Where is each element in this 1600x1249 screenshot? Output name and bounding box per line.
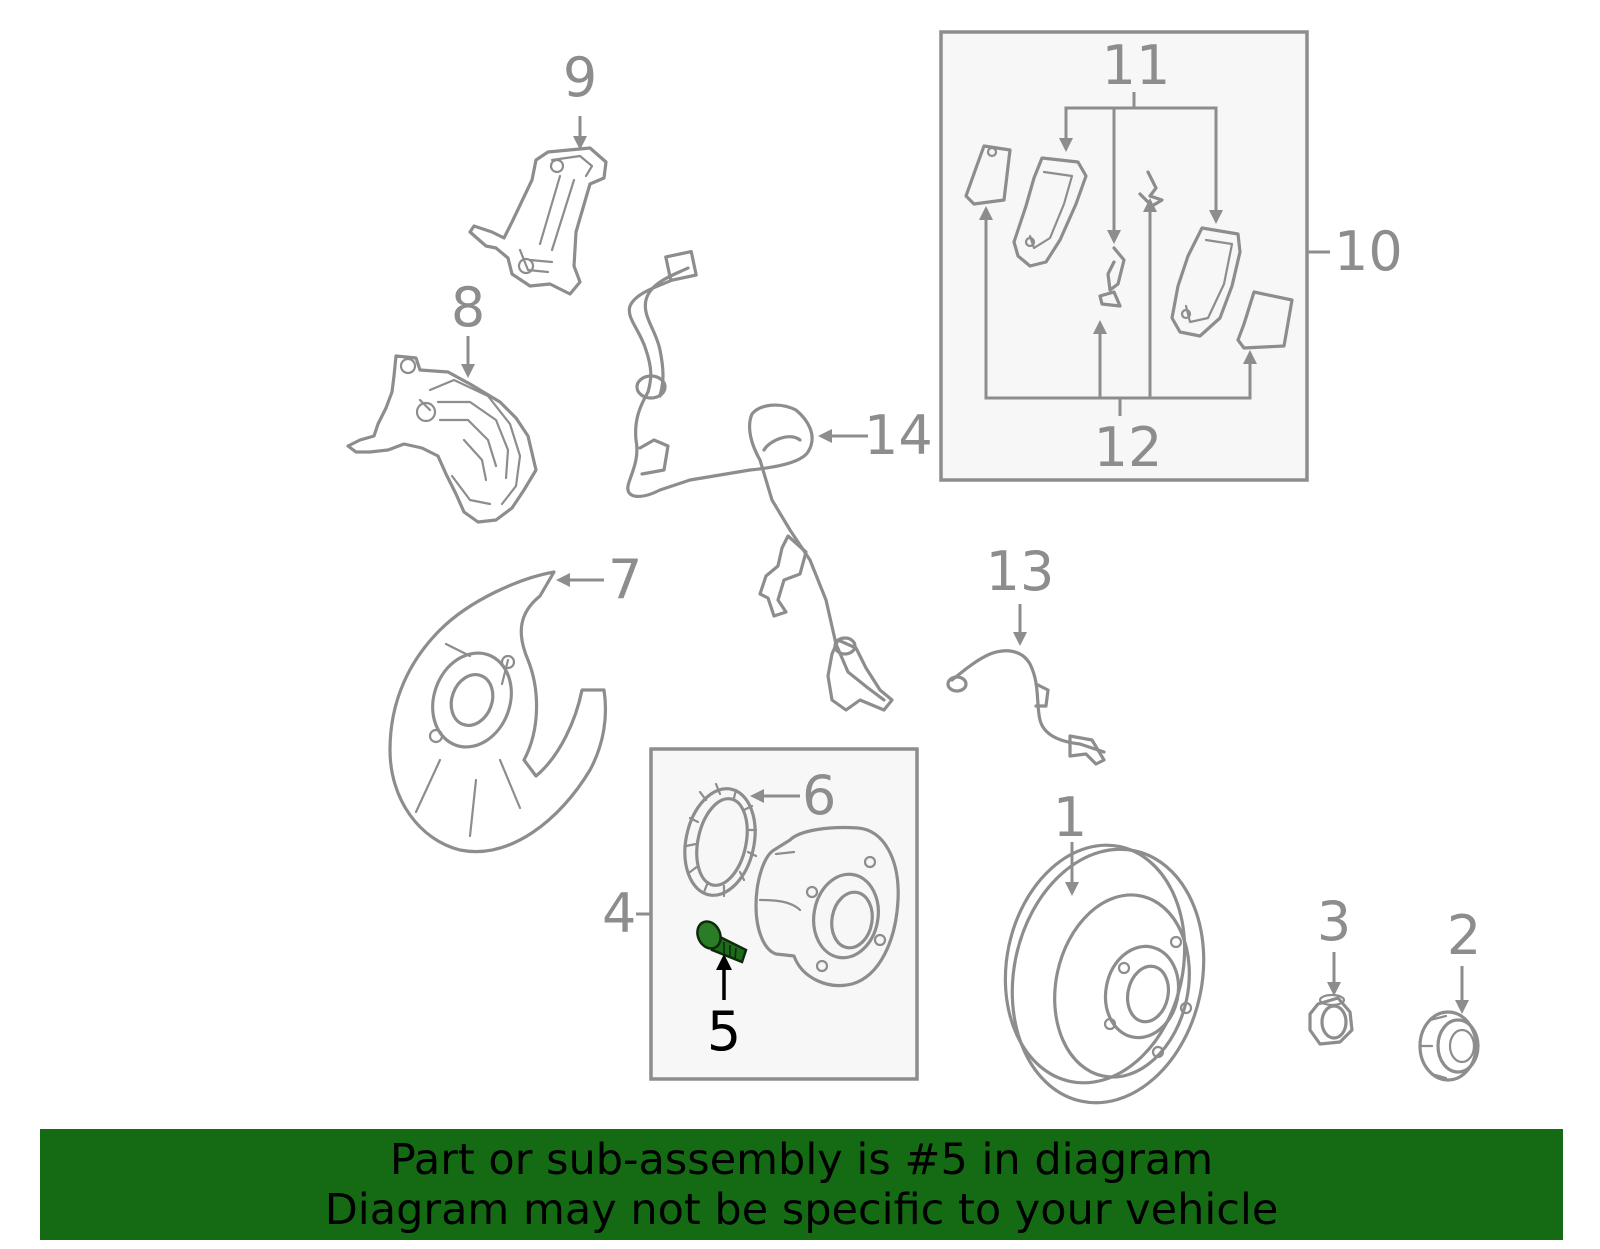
banner-line-part-number: Part or sub-assembly is #5 in diagram [389, 1134, 1214, 1185]
callout-8: 8 [451, 276, 485, 339]
hub-part[interactable] [754, 825, 900, 988]
abs-sensor-wire-part[interactable] [946, 649, 1106, 766]
hub-cap-part[interactable] [1418, 1010, 1480, 1082]
callout-13: 13 [986, 540, 1055, 603]
callout-10: 10 [1334, 220, 1403, 283]
shim-right-part[interactable] [1236, 290, 1294, 350]
dust-shield-part[interactable] [388, 570, 608, 853]
tone-ring-part[interactable] [676, 782, 765, 902]
callout-2: 2 [1447, 904, 1481, 967]
brake-pad-right-part[interactable] [1170, 226, 1242, 338]
brake-rotor-part[interactable] [984, 828, 1227, 1120]
caliper-part[interactable] [346, 354, 538, 524]
banner-line-disclaimer: Diagram may not be specific to your vehi… [324, 1184, 1279, 1235]
callout-9: 9 [563, 46, 597, 109]
callout-6: 6 [802, 764, 836, 827]
callout-12: 12 [1094, 416, 1163, 479]
shim-left-part[interactable] [964, 144, 1012, 206]
callout-3: 3 [1317, 890, 1351, 953]
wheel-bolt-highlighted-part[interactable] [693, 918, 748, 964]
brake-pad-left-part[interactable] [1012, 156, 1088, 268]
callout-11: 11 [1102, 34, 1171, 97]
leader-lines [461, 92, 1469, 1014]
caliper-bracket-part[interactable] [468, 146, 608, 296]
pad-kit-box [939, 30, 1309, 482]
callout-4: 4 [602, 882, 636, 945]
abs-sensor-harness-part[interactable] [626, 249, 894, 712]
callout-1: 1 [1053, 786, 1087, 849]
callout-7: 7 [608, 548, 642, 611]
callout-14: 14 [864, 404, 933, 467]
hub-nut-part[interactable] [1308, 993, 1354, 1046]
callout-5-highlighted: 5 [707, 1000, 741, 1063]
info-banner: Part or sub-assembly is #5 in diagram Di… [40, 1129, 1563, 1240]
